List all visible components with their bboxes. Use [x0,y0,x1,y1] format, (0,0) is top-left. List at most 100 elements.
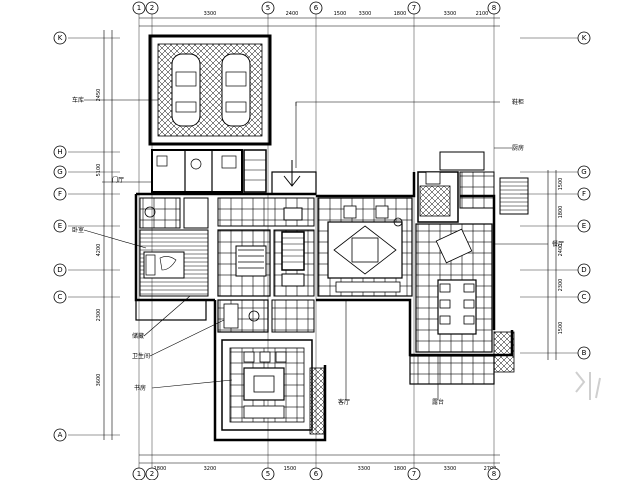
watermark-mark [575,371,601,400]
bath-room [217,299,315,333]
dim-top: 2100 [476,11,489,17]
entry-area [271,160,317,195]
grid-bubble-left [53,290,67,304]
dimension-lines [103,17,557,464]
grid-label: G [57,168,62,176]
grid-label: G [581,168,586,176]
dim-top: 3300 [204,11,217,17]
dim-right: 2400 [558,244,564,257]
grid-label: D [57,266,62,274]
dining-room [415,223,515,373]
grid-label: E [58,222,62,230]
dim-bottom: 3300 [444,466,457,472]
dining-label: 餐厅 [552,240,564,248]
grid-bubble-left [53,263,67,277]
terrace [409,355,495,385]
service-rooms [151,149,267,193]
room-labels: 车库 鞋柜 厨房 门厅 卧室 餐厅 储藏 卫生间 书房 客厅 露台 [72,96,564,406]
dim-right: 1500 [558,178,564,191]
dim-top: 1500 [334,11,347,17]
kitchen-room [417,151,529,223]
dim-left: 3600 [96,374,102,387]
door-label: 门厅 [112,176,124,184]
grid-bubble-top [487,1,501,15]
grid-label: B [582,349,587,357]
grid-bubble-right [577,219,591,233]
bedroom-room [135,197,209,321]
grid-label: 2 [150,470,154,478]
grid-bubble-left [53,165,67,179]
dim-bottom: 1800 [154,466,167,472]
grid-bubbles [53,1,591,481]
car-icon [171,53,201,127]
shoe-label: 鞋柜 [512,98,524,106]
grid-label: 1 [137,4,141,12]
dim-bottom: 3300 [358,466,371,472]
terrace-label: 露台 [432,398,444,406]
dim-top: 3300 [359,11,372,17]
grid-bubble-left [53,31,67,45]
grid-label: 6 [314,470,319,478]
leader-lines [83,99,548,400]
dim-top: 2400 [286,11,299,17]
living-room [317,197,413,297]
grid-label: 7 [412,470,416,478]
dim-top: 1800 [394,11,407,17]
bedroom-label: 卧室 [72,226,84,234]
grid-label: E [582,222,586,230]
dim-right: 1500 [558,322,564,335]
stair-hall [217,197,315,297]
grid-bubble-left [53,145,67,159]
grid-bubble-top [145,1,159,15]
dim-left: 4200 [96,244,102,257]
grid-label: C [58,293,63,301]
storage-label: 储藏 [132,332,144,340]
grid-label: A [58,431,63,439]
grid-label: K [58,34,63,42]
grid-bubble-left [53,187,67,201]
bath-label: 卫生间 [132,352,150,360]
grid-label: 1 [137,470,141,478]
grid-bubble-top [309,1,323,15]
grid-bubble-right [577,346,591,360]
grid-label: F [58,190,62,198]
grid-bubble-top [407,1,421,15]
grid-label: C [582,293,587,301]
grid-label: 2 [150,4,154,12]
grid-bubble-top [261,1,275,15]
dim-bottom: 2700 [484,466,497,472]
grid-label: 8 [492,4,496,12]
grid-bubble-left [53,428,67,442]
grid-label: K [582,34,587,42]
dim-right: 2300 [558,279,564,292]
dim-left: 5100 [96,164,102,177]
grid-bubble-right [577,187,591,201]
grid-bubble-top [132,1,146,15]
grid-label: 7 [412,4,416,12]
dim-right: 1800 [558,206,564,219]
grid-bubble-right [577,263,591,277]
living-label: 客厅 [338,398,350,406]
grid-bubble-right [577,31,591,45]
grid-label: F [582,190,586,198]
dimension-texts: 3300 2400 1500 3300 1800 3300 2100 1800 … [96,11,564,472]
dim-left: 2450 [96,89,102,102]
grid-label: 8 [492,470,496,478]
grid-label: 6 [314,4,319,12]
grid-bubble-labels: 1 2 5 6 7 8 1 2 5 6 7 8 K H G F E D C A … [57,4,586,478]
study-room [221,339,325,435]
dim-bottom: 3200 [204,466,217,472]
grid-label: 5 [266,470,270,478]
dim-left: 2300 [96,309,102,322]
garage-label: 车库 [72,96,84,104]
study-label: 书房 [134,384,146,392]
grid-bubble-right [577,290,591,304]
kitchen-label: 厨房 [512,144,524,152]
dim-top: 3300 [444,11,457,17]
dim-bottom: 1800 [394,466,407,472]
grid-label: D [581,266,586,274]
grid-bubble-right [577,165,591,179]
grid-bubble-left [53,219,67,233]
